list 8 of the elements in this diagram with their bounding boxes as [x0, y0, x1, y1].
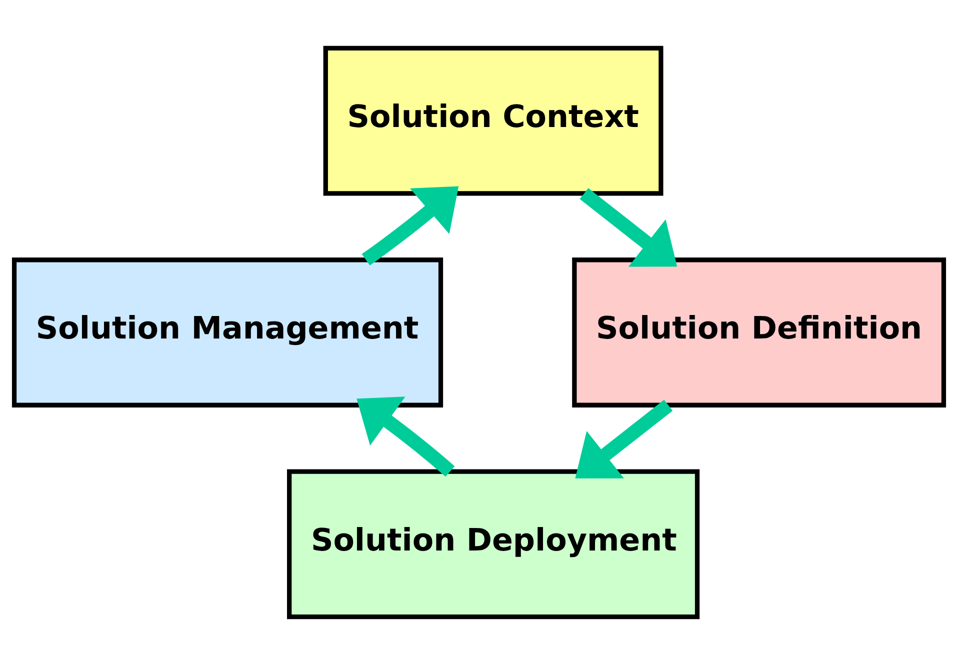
arrow: [580, 188, 678, 267]
node-box: Solution Deployment: [287, 469, 700, 620]
arrow: [575, 400, 673, 478]
arrow: [356, 396, 455, 477]
node-box: Solution Definition: [572, 258, 946, 408]
node-box: Solution Management: [12, 258, 444, 408]
node-box: Solution Context: [323, 46, 664, 196]
arrow: [362, 186, 459, 266]
